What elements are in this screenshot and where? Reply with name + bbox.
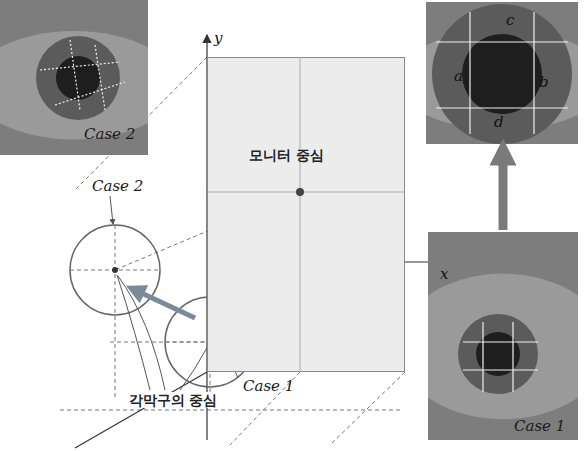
center-label: 각막구의 중심 [128,392,218,408]
axis-label: x [440,266,448,283]
axis-label: y [214,30,222,47]
zoom-arrow [499,152,508,230]
edge-letter: c [506,12,514,29]
monitor-label: 모니터 중심 [249,147,324,163]
case-label: Case 1 [514,418,565,435]
monitor-box: 모니터 중심 [207,57,405,372]
case-label: Case 2 [92,178,143,195]
eye-photo: Case 1 [428,232,578,440]
edge-letter: b [539,74,549,91]
case-label: Case 2 [84,126,135,143]
edge-letter: d [494,114,504,131]
case-label: Case 1 [243,378,294,395]
edge-letter: a [454,68,463,85]
eye-photo: Case 2 [0,0,148,155]
zoom-photo: c a b d [426,2,578,144]
